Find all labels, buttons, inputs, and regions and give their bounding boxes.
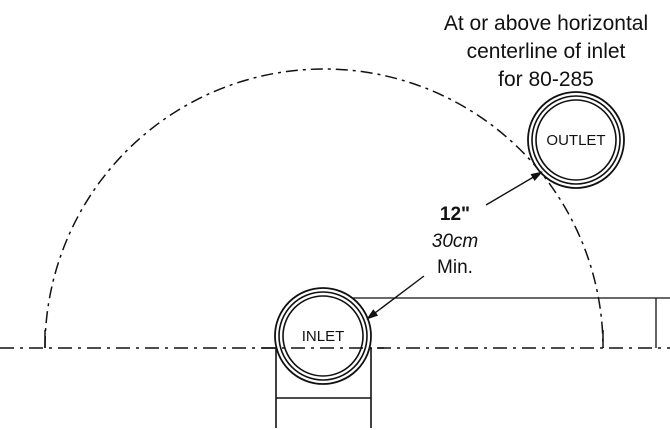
outlet-label: OUTLET xyxy=(546,132,605,149)
dimension-min: Min. xyxy=(437,257,473,278)
inlet-pipe-body xyxy=(275,348,372,428)
dimension-arrow-outlet xyxy=(485,171,543,206)
dimension-imperial: 12" xyxy=(440,204,470,225)
note-line-1: At or above horizontal xyxy=(444,12,648,35)
outlet-pipe: OUTLET xyxy=(527,91,625,189)
note-line-3: for 80-285 xyxy=(498,68,594,91)
dimension-metric: 30cm xyxy=(432,231,478,252)
inlet-label: INLET xyxy=(302,328,345,345)
note-line-2: centerline of inlet xyxy=(467,40,626,63)
dimension-arrow-inlet xyxy=(366,275,425,320)
clearance-arc xyxy=(44,68,604,349)
inlet-pipe: INLET xyxy=(274,287,372,385)
inlet-tangent-line xyxy=(323,297,670,348)
